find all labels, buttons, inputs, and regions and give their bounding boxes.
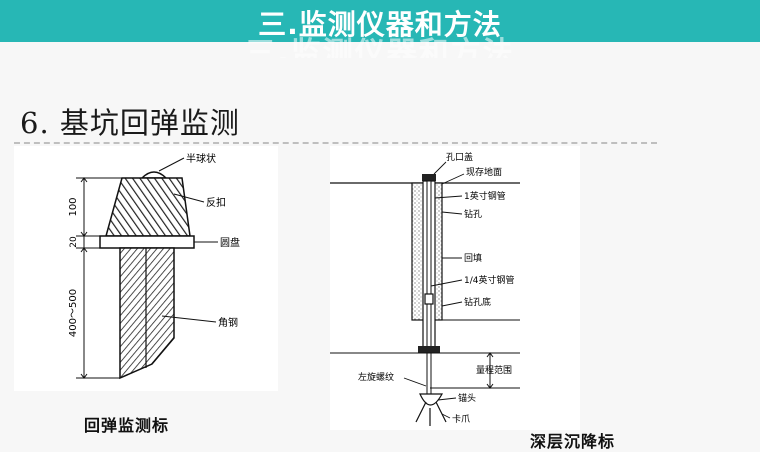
label-claw: 卡爪 <box>452 413 470 425</box>
range-dimension <box>430 352 520 389</box>
rebound-marker-diagram: 100 20 400～500 半球状 反扣 圆盘 角钢 <box>68 152 240 380</box>
hole-cover <box>422 174 436 181</box>
label-borehole: 钻孔 <box>464 208 482 220</box>
disc-plate <box>99 235 195 249</box>
label-hemisphere: 半球状 <box>186 152 216 165</box>
inner-pipe <box>426 180 432 396</box>
deep-settlement-figure: 孔口盖 现存地面 1英寸钢管 钻孔 回填 1/4英寸钢管 钻孔底 量程范围 左旋… <box>330 146 580 430</box>
slide-title: 三.监测仪器和方法 <box>258 8 502 41</box>
label-borehole-bottom: 钻孔底 <box>464 296 491 308</box>
angle-steel-shaft <box>119 247 175 380</box>
label-reverse-buckle: 反扣 <box>206 196 226 209</box>
deep-settlement-caption: 深层沉降标 <box>530 432 616 451</box>
label-disc: 圆盘 <box>220 236 240 249</box>
dim-top: 100 <box>68 197 79 216</box>
divider-line <box>14 142 657 144</box>
settlement-leaders <box>403 161 465 419</box>
label-range: 量程范围 <box>476 364 512 376</box>
hemisphere-cap <box>140 171 168 179</box>
dim-disc: 20 <box>69 236 79 248</box>
rebound-caption: 回弹监测标 <box>84 416 170 435</box>
label-steel-pipe-1in: 1英寸钢管 <box>464 190 506 202</box>
label-existing-ground: 现存地面 <box>466 166 502 178</box>
label-steel-pipe-quarter: 1/4英寸钢管 <box>464 274 515 286</box>
dim-shaft: 400～500 <box>68 289 79 337</box>
label-anchor-head: 锚头 <box>458 392 476 404</box>
label-left-thread: 左旋螺纹 <box>358 371 394 383</box>
section-heading: 6. 基坑回弹监测 <box>20 106 240 140</box>
title-banner: 三.监测仪器和方法 三.监测仪器和方法 <box>0 0 760 58</box>
rebound-marker-figure: 100 20 400～500 半球状 反扣 圆盘 角钢 <box>14 146 278 391</box>
buckle-body <box>105 177 191 237</box>
label-hole-cover: 孔口盖 <box>446 151 473 163</box>
label-angle-steel: 角钢 <box>218 316 238 329</box>
banner-reflection: 三.监测仪器和方法 <box>245 36 515 58</box>
dimension-lines <box>76 177 124 379</box>
label-leaders <box>158 157 218 323</box>
deep-settlement-diagram: 孔口盖 现存地面 1英寸钢管 钻孔 回填 1/4英寸钢管 钻孔底 量程范围 左旋… <box>330 151 520 426</box>
label-backfill: 回填 <box>464 252 482 264</box>
